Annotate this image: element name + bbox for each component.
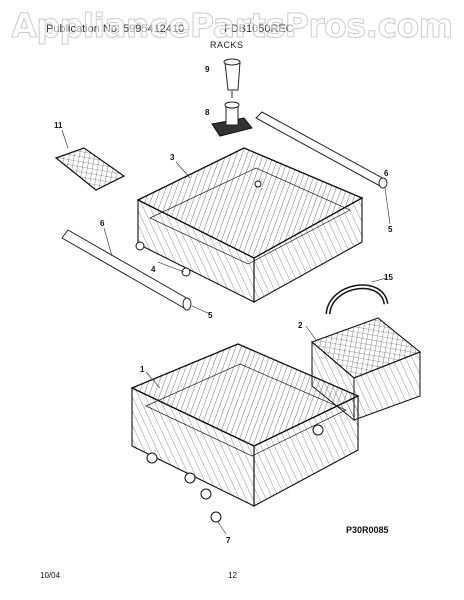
callout-7: 7 (226, 536, 231, 545)
callout-2: 2 (298, 321, 303, 330)
part-6-left-rail (61, 227, 211, 315)
watermark: AppliancePartsPros.com (11, 6, 454, 46)
publication-number: Publication No: 5995412410 (46, 23, 185, 35)
callout-6-right: 6 (384, 169, 389, 178)
footer-page-number: 12 (228, 571, 237, 580)
part-4-rollers (135, 241, 191, 277)
callout-6-left: 6 (100, 219, 105, 228)
callout-15: 15 (384, 273, 393, 282)
diagram-code: P30R0085 (346, 525, 389, 535)
part-6-right-rail (255, 111, 391, 225)
callout-3: 3 (170, 153, 175, 162)
part-7-roller (210, 511, 227, 535)
callout-9: 9 (205, 65, 210, 74)
part-2-silverware-basket (305, 317, 422, 422)
part-1-lower-rack (130, 343, 360, 507)
part-8-tube-holder (211, 101, 253, 137)
part-3-upper-rack (136, 147, 364, 303)
callout-5-right: 5 (388, 225, 393, 234)
callout-8: 8 (205, 108, 210, 117)
section-title: RACKS (210, 40, 244, 50)
model-number: FDB1050REC (224, 23, 294, 35)
callout-5-left: 5 (208, 311, 213, 320)
part-11-accessory (54, 129, 126, 191)
callout-11: 11 (54, 121, 63, 130)
part-9-spray-tube (223, 58, 241, 98)
callout-1: 1 (140, 365, 145, 374)
footer-date: 10/04 (40, 571, 61, 580)
callout-4: 4 (151, 265, 156, 274)
part-15-basket-handle (325, 277, 389, 315)
